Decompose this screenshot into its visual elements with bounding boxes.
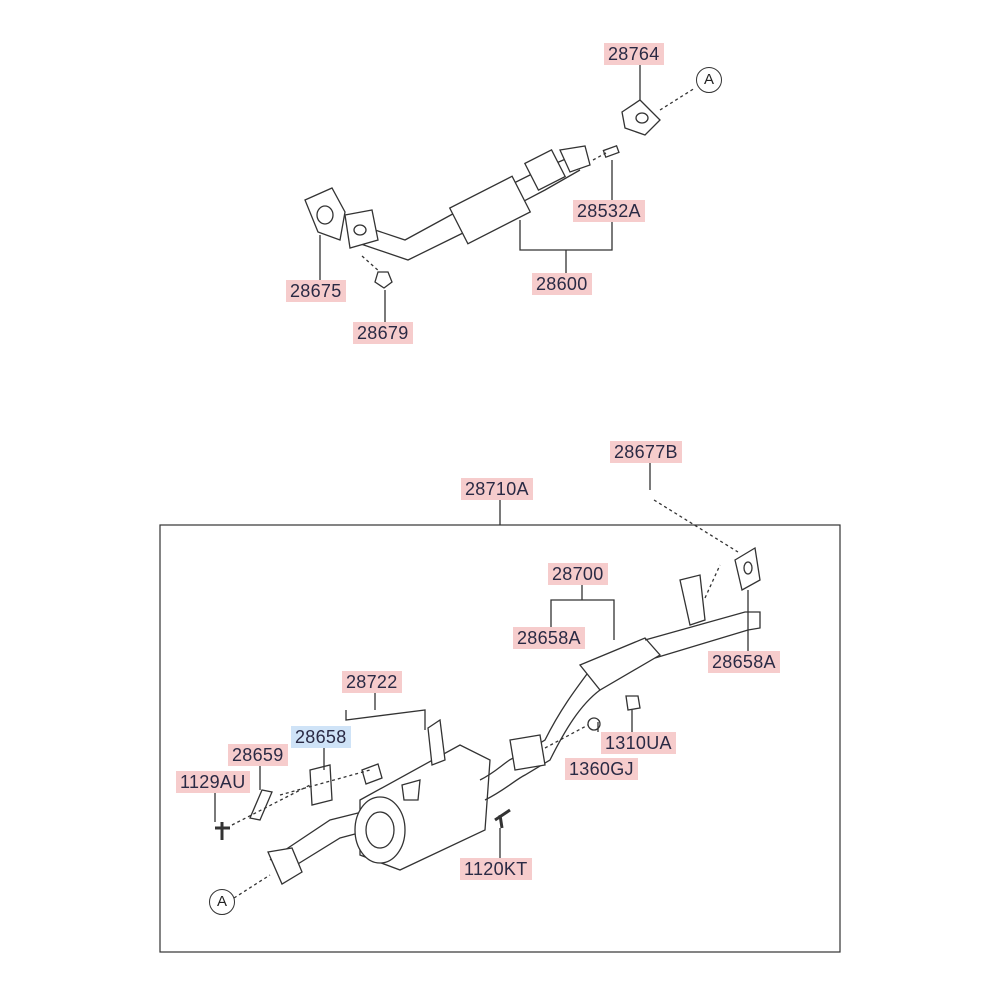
part-label-28659[interactable]: 28659 (228, 744, 288, 766)
part-label-28658a-right[interactable]: 28658A (708, 651, 780, 673)
assembly-box (159, 524, 841, 953)
part-label-28677b[interactable]: 28677B (610, 441, 682, 463)
part-label-1310ua[interactable]: 1310UA (601, 732, 676, 754)
part-label-1129au[interactable]: 1129AU (176, 771, 250, 793)
part-label-28679[interactable]: 28679 (353, 322, 413, 344)
part-label-28658a-left[interactable]: 28658A (513, 627, 585, 649)
connector-a-upper: A (696, 67, 722, 93)
front-pipe-assembly (304, 65, 696, 322)
part-label-28722[interactable]: 28722 (342, 671, 402, 693)
part-label-28700[interactable]: 28700 (548, 563, 608, 585)
part-label-28600[interactable]: 28600 (532, 273, 592, 295)
part-label-28675[interactable]: 28675 (286, 280, 346, 302)
part-label-28532a[interactable]: 28532A (573, 200, 645, 222)
part-label-28658-highlighted[interactable]: 28658 (291, 726, 351, 748)
part-label-1120kt[interactable]: 1120KT (460, 858, 532, 880)
part-label-28710a[interactable]: 28710A (461, 478, 533, 500)
part-label-1360gj[interactable]: 1360GJ (565, 758, 638, 780)
rear-muffler-assembly (214, 499, 761, 899)
connector-a-lower: A (209, 889, 235, 915)
part-label-28764[interactable]: 28764 (604, 43, 664, 65)
